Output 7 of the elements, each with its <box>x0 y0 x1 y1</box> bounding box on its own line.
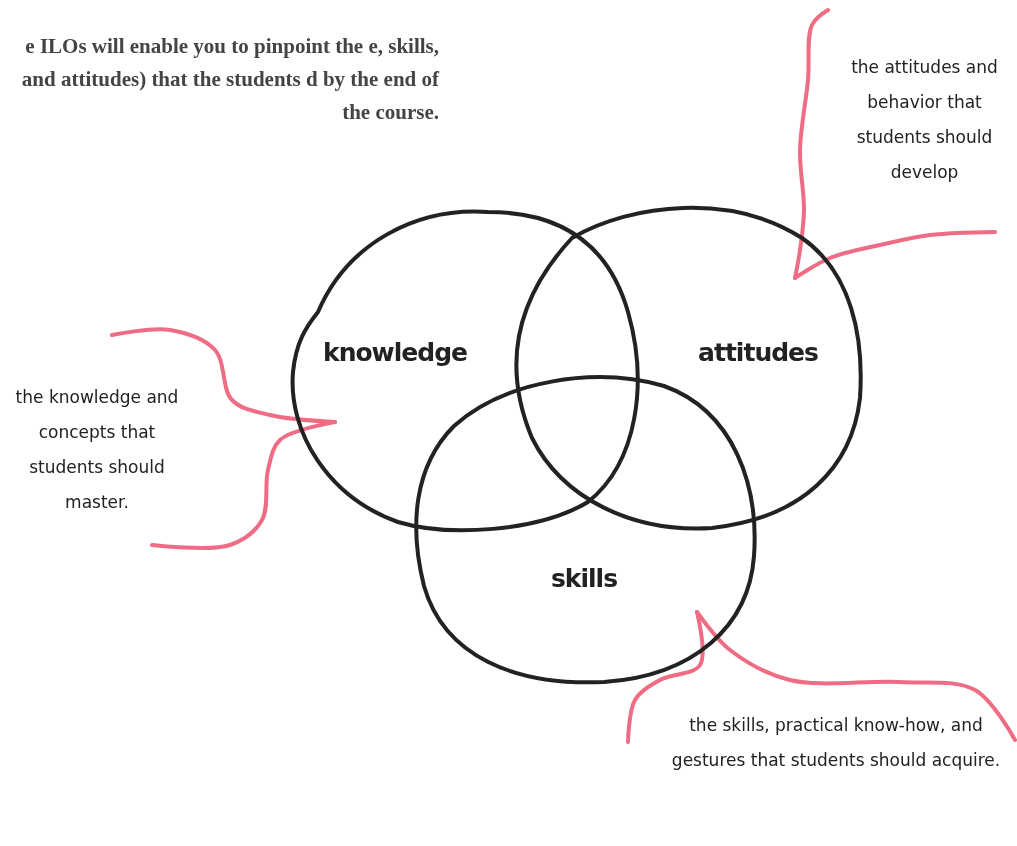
circle-label: knowledge <box>323 337 467 367</box>
callout-text: the skills, practical know-how, and gestures that students should acquire. <box>670 714 1002 772</box>
circle-label: attitudes <box>698 337 818 367</box>
callout-text: the knowledge and concepts that students should master. <box>14 386 180 514</box>
intro-paragraph: e ILOs will enable you to pinpoint the e, skills, and attitudes) that the students d by the end of the course. <box>20 33 439 126</box>
circle-label: skills <box>550 563 618 593</box>
callout-text: the attitudes and behavior that students should develop <box>850 56 999 184</box>
